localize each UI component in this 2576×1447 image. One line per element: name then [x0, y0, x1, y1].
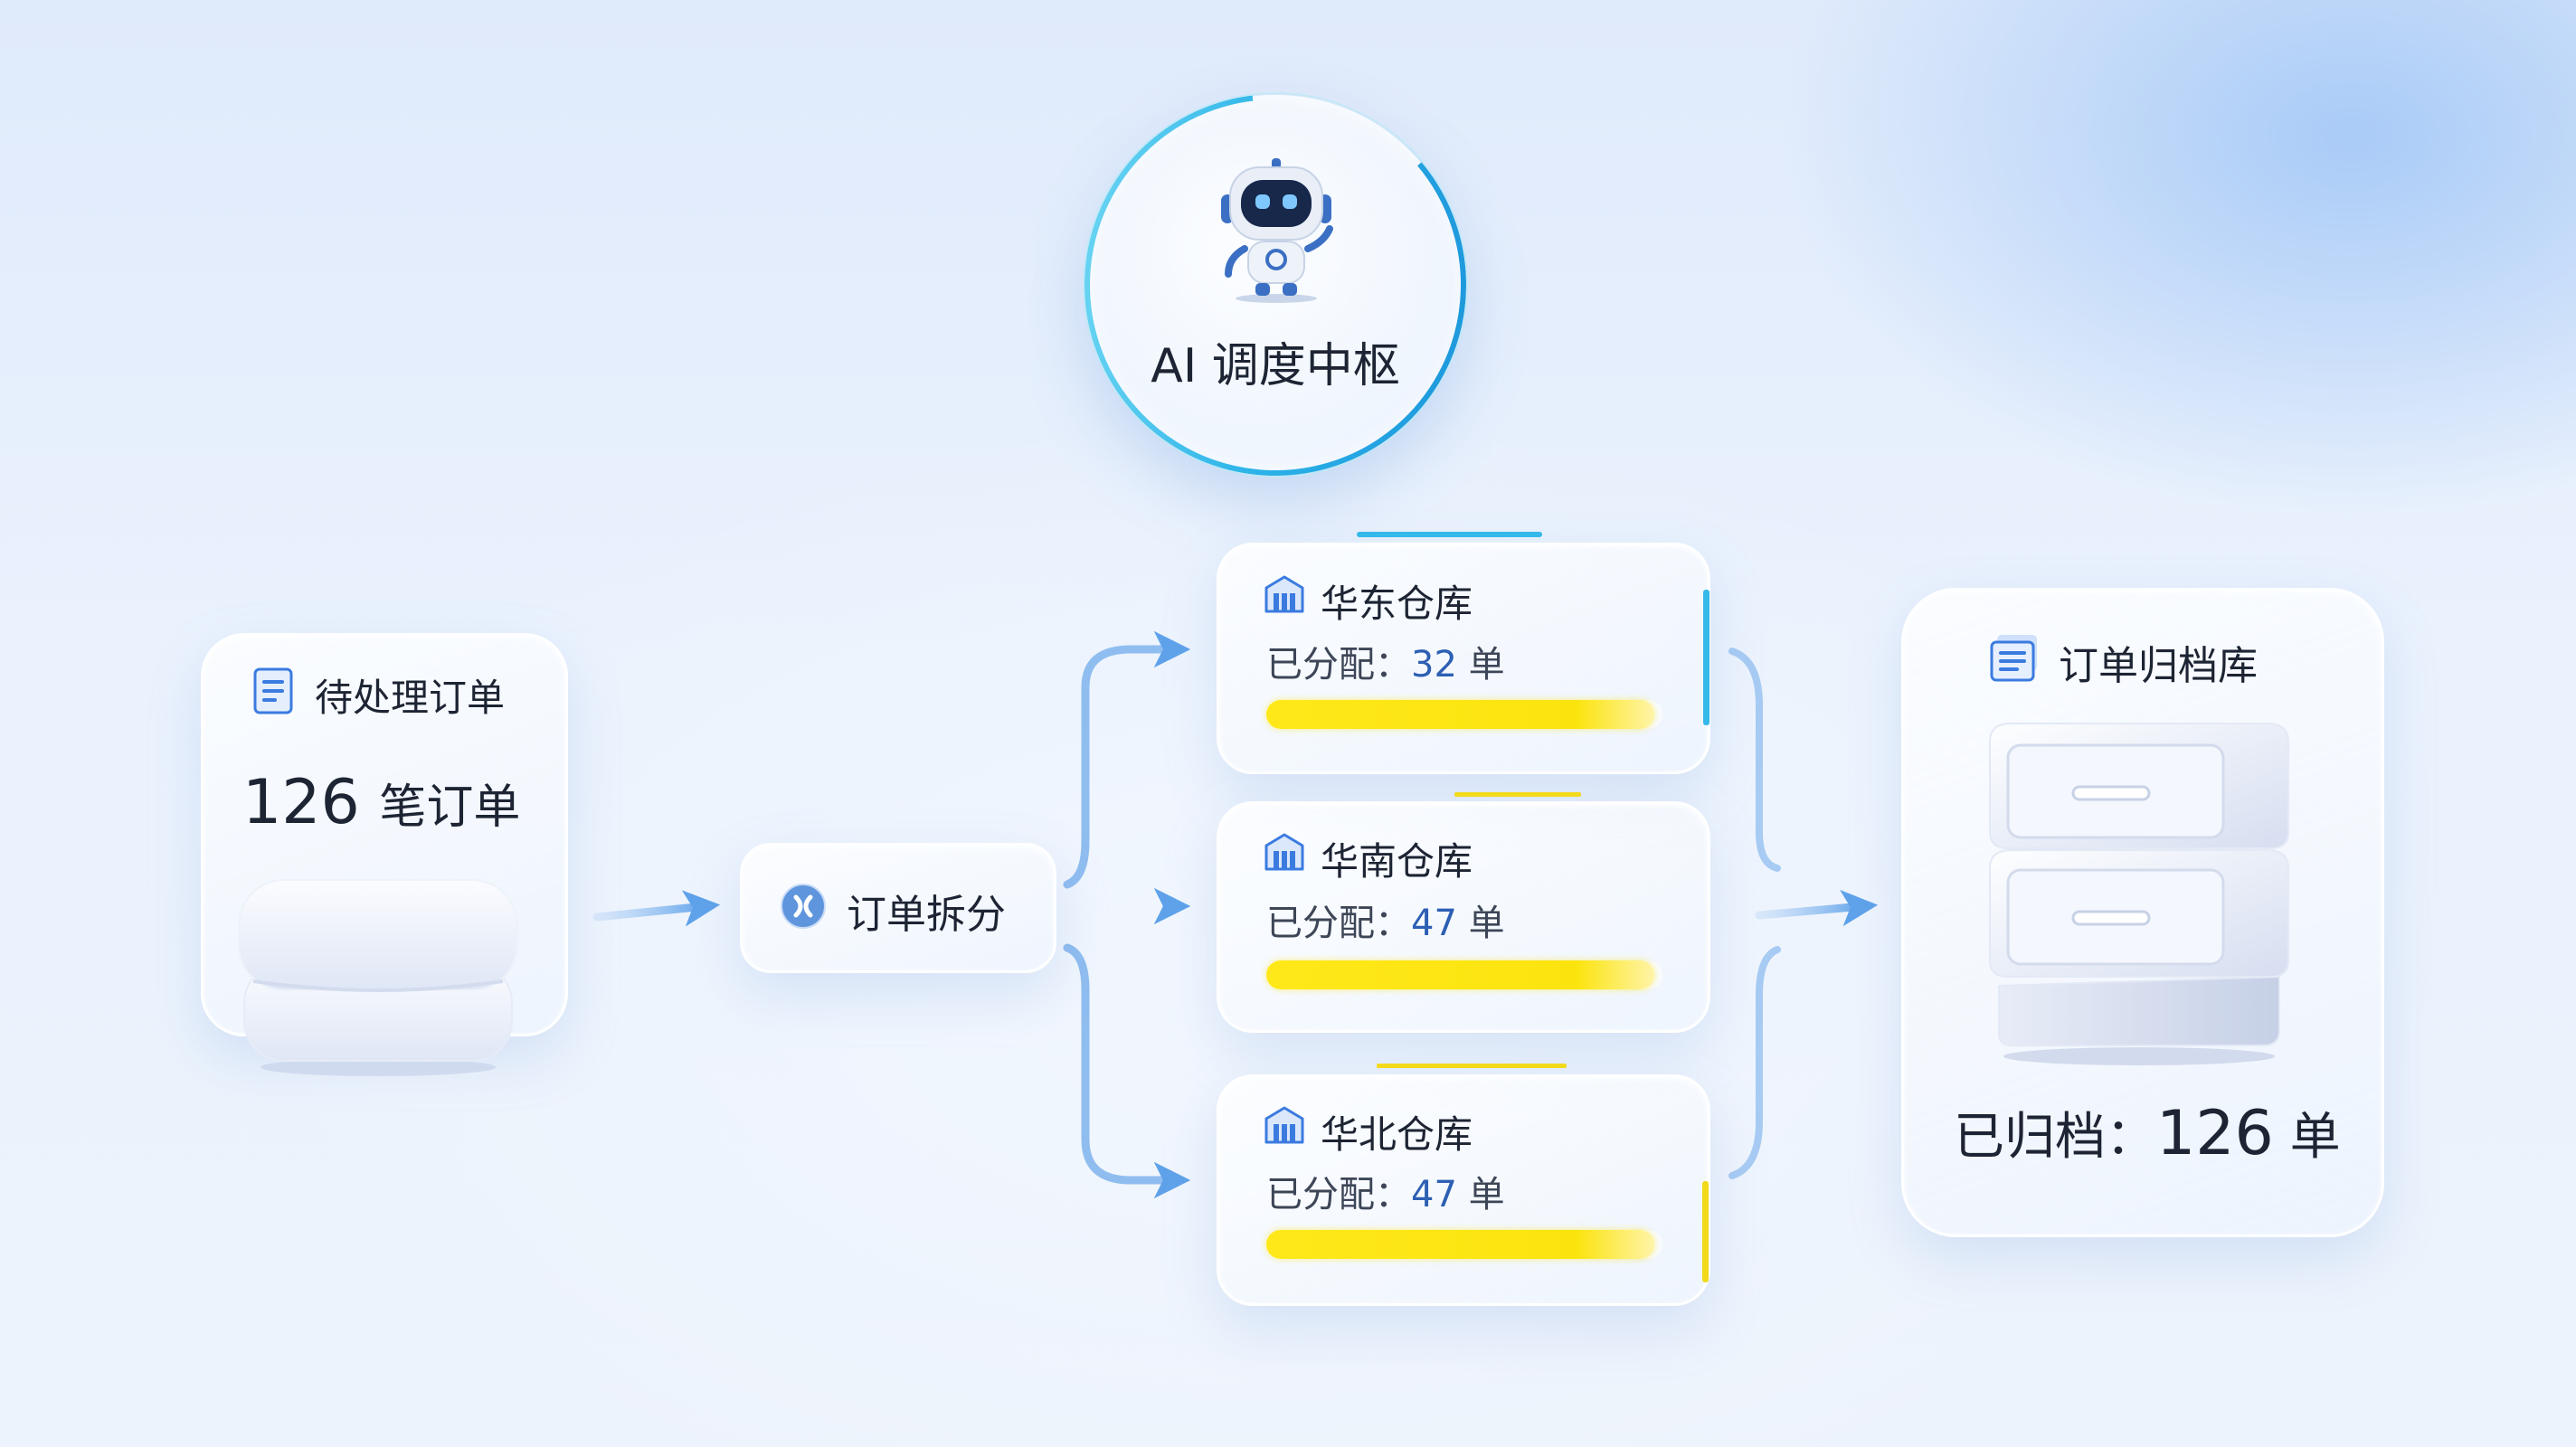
arrow-split-to-north [1063, 943, 1191, 1199]
warehouse-card-north[interactable] [1217, 1074, 1710, 1306]
arrow-split-to-east [1063, 630, 1191, 889]
merge-bracket-top [1728, 648, 1781, 872]
arrow-source-to-split [592, 890, 721, 927]
south-card-highlight [1454, 792, 1581, 797]
hub-ring [1083, 92, 1468, 478]
warehouse-icon [1264, 575, 1304, 613]
arrow-merge-to-archive [1755, 889, 1879, 927]
merge-bracket-bottom [1728, 946, 1781, 1179]
inbox-tray-icon [238, 879, 518, 1076]
document-icon [253, 667, 293, 714]
warehouse-name-east: 华东仓库 [1321, 582, 1473, 626]
pending-orders-title: 待处理订单 [315, 676, 506, 720]
robot-icon [1221, 158, 1333, 303]
pending-orders-count: 126 笔订单 [242, 767, 521, 838]
archive-icon [1990, 635, 2037, 682]
east-card-highlight [1357, 532, 1709, 725]
warehouse-alloc-east: 已分配：32 单 [1266, 644, 1505, 686]
progress-fill-north [1266, 1230, 1655, 1259]
progress-bar-north [1266, 1230, 1662, 1259]
order-split-label: 订单拆分 [847, 892, 1006, 938]
progress-fill-east [1266, 700, 1655, 729]
progress-bar-east [1266, 700, 1662, 729]
warehouse-alloc-south: 已分配：47 单 [1266, 903, 1505, 944]
progress-bar-south [1266, 960, 1662, 989]
warehouse-name-south: 华南仓库 [1321, 839, 1473, 884]
archived-count: 已归档：126 单 [1954, 1098, 2341, 1169]
hub-label: AI 调度中枢 [1151, 339, 1400, 393]
progress-fill-south [1266, 960, 1655, 989]
split-icon [781, 884, 826, 929]
warehouse-icon [1264, 833, 1304, 871]
warehouse-card-south[interactable] [1217, 801, 1710, 1033]
warehouse-alloc-north: 已分配：47 单 [1266, 1174, 1505, 1215]
warehouse-name-north: 华北仓库 [1321, 1112, 1473, 1157]
warehouse-icon [1264, 1106, 1304, 1144]
archive-title: 订单归档库 [2059, 643, 2258, 689]
filing-cabinet-icon [1989, 723, 2289, 1065]
north-card-highlight [1377, 1064, 1709, 1282]
